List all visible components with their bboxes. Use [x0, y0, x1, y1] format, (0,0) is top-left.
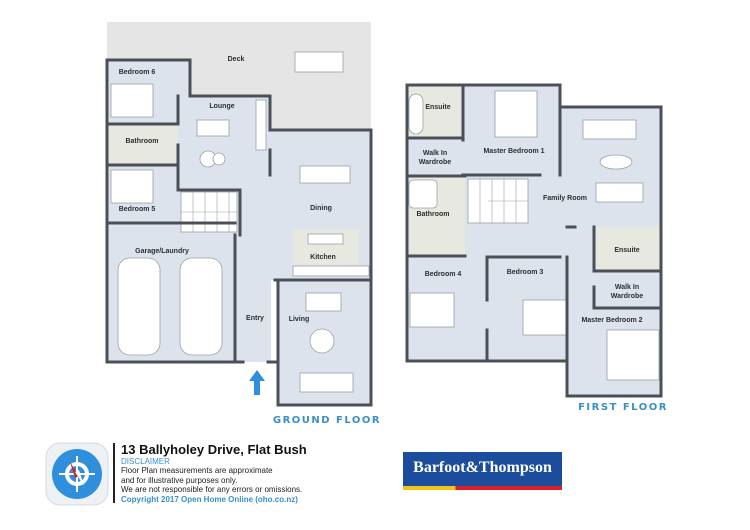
bed	[110, 83, 154, 118]
room-label-walk-in-wardrobe-1: Walk In	[423, 150, 447, 157]
cabinet	[255, 99, 267, 151]
entry-arrow-icon	[249, 370, 265, 395]
room-label-bedroom-5: Bedroom 5	[119, 206, 156, 213]
disclaimer-line: We are not responsible for any errors or…	[121, 485, 303, 494]
kitchen-bench	[292, 265, 370, 277]
brand-logo: Barfoot&Thompson	[403, 452, 562, 490]
bathroom-area	[107, 124, 178, 165]
room-label-bathroom: Bathroom	[125, 138, 158, 145]
room-label-garage: Garage/Laundry	[135, 248, 189, 255]
room-label-ensuite-1: Ensuite	[425, 104, 450, 111]
first-floor-plan: Ensuite Master Bedroom 1 Walk In Wardrob…	[405, 83, 668, 413]
compass-icon	[45, 442, 109, 506]
room-label-walk-in-wardrobe-2-line2: Wardrobe	[611, 293, 644, 300]
room-label-bedroom-6: Bedroom 6	[119, 69, 156, 76]
first-floor-walls	[405, 83, 663, 398]
sofa	[299, 372, 354, 393]
corner-bath	[408, 179, 438, 209]
kitchen-island	[307, 233, 344, 245]
dining-table	[299, 165, 351, 184]
stairs	[467, 178, 529, 224]
ground-floor-title: GROUND FLOOR	[273, 415, 381, 426]
property-info: 13 Ballyholey Drive, Flat Bush DISCLAIME…	[113, 442, 307, 504]
bed	[409, 292, 455, 328]
ground-floor-plan: Deck Bedroom 6 Lounge Bathroom Bedroom 5…	[105, 22, 381, 426]
first-floor-title: FIRST FLOOR	[578, 402, 668, 413]
room-label-walk-in-wardrobe-1-line2: Wardrobe	[419, 159, 452, 166]
car	[179, 257, 223, 356]
sofa	[196, 119, 230, 137]
walk-in-wardrobe-1-area	[407, 138, 463, 176]
ottoman	[212, 152, 226, 166]
room-label-dining: Dining	[310, 205, 332, 212]
room-label-ensuite-2: Ensuite	[614, 247, 639, 254]
brand-strip	[403, 486, 562, 490]
sofa	[582, 119, 637, 140]
coffee-table	[599, 154, 633, 170]
room-label-walk-in-wardrobe-2: Walk In	[615, 284, 639, 291]
room-label-entry: Entry	[246, 315, 264, 322]
room-label-master-bedroom-1: Master Bedroom 1	[483, 148, 544, 155]
room-label-lounge: Lounge	[209, 103, 234, 110]
disclaimer-line: and for illustrative purposes only.	[121, 475, 238, 485]
ground-floor-walls	[105, 58, 373, 407]
room-label-bedroom-4: Bedroom 4	[425, 271, 462, 278]
property-address: 13 Ballyholey Drive, Flat Bush	[121, 442, 307, 457]
room-label-living: Living	[289, 316, 310, 323]
car	[117, 257, 161, 356]
bed	[522, 299, 567, 336]
lounge-area	[178, 96, 270, 192]
stairs	[180, 191, 238, 233]
room-label-bathroom: Bathroom	[416, 211, 449, 218]
room-label-bedroom-3: Bedroom 3	[507, 269, 544, 276]
bed	[606, 329, 660, 381]
room-label-master-bedroom-2: Master Bedroom 2	[581, 317, 642, 324]
bathtub	[408, 93, 424, 135]
room-label-kitchen: Kitchen	[310, 254, 336, 261]
disclaimer-line: Floor Plan measurements are approximate	[121, 466, 273, 475]
bed	[110, 169, 154, 204]
sofa	[305, 292, 342, 312]
room-label-family-room: Family Room	[543, 195, 587, 202]
room-label-deck: Deck	[228, 56, 245, 63]
bed	[494, 90, 538, 138]
ensuite-2-area	[594, 227, 661, 271]
coffee-table	[309, 328, 335, 354]
walk-in-wardrobe-2-area	[594, 273, 661, 308]
sofa	[595, 182, 644, 203]
copyright: Copyright 2017 Open Home Online (oho.co.…	[121, 494, 298, 504]
brand-name: Barfoot&Thompson	[413, 459, 552, 476]
deck-table	[294, 51, 344, 73]
disclaimer-title: DISCLAIMER	[121, 457, 170, 466]
